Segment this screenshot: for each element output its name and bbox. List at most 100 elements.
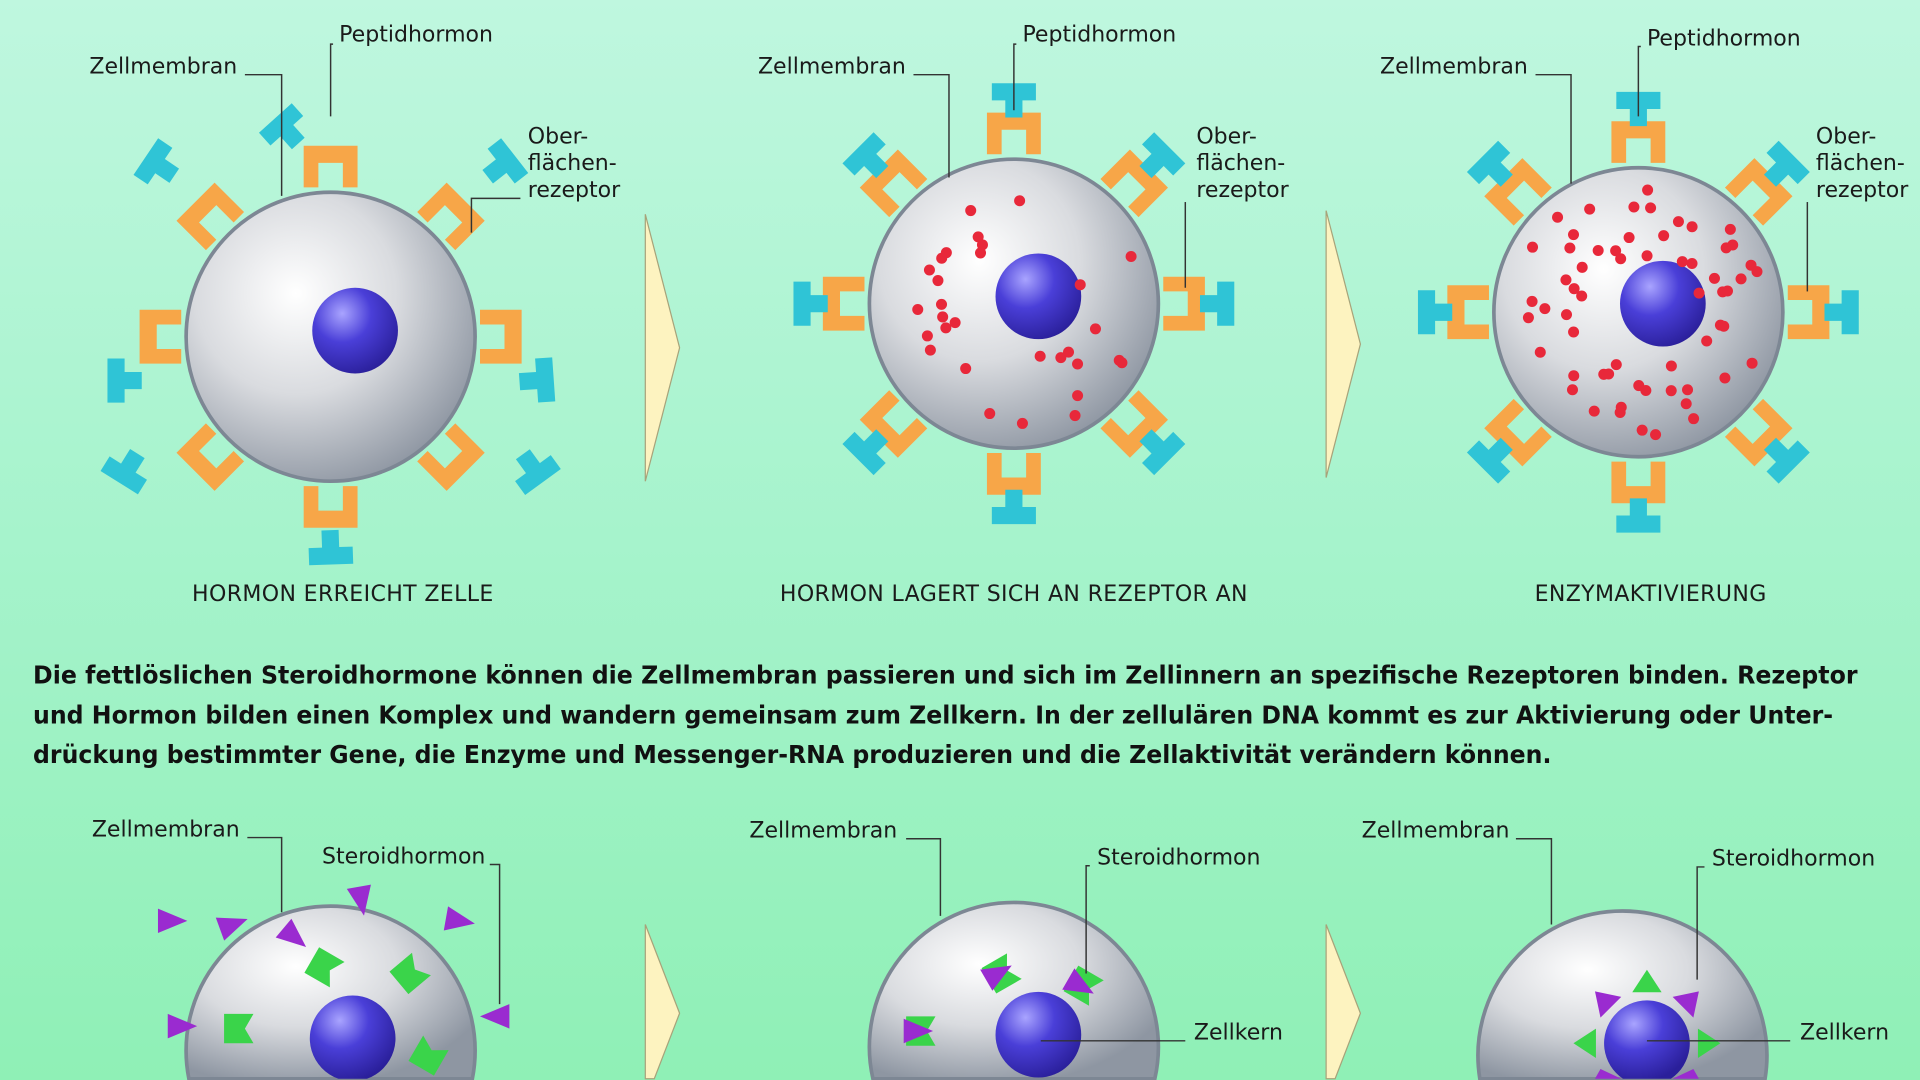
receptor-shape — [480, 309, 522, 364]
steroid-hormone — [980, 965, 1012, 991]
label-receptor-2: flächen- — [528, 151, 617, 176]
surface-receptor — [176, 423, 245, 491]
label-receptor-1: Ober- — [528, 124, 588, 149]
enzyme-dot — [1633, 380, 1645, 392]
peptide-hormone-shape — [842, 132, 889, 179]
enzyme-dot — [1688, 413, 1700, 425]
label-zellmembran: Zellmembran — [1380, 54, 1528, 79]
surface-receptor — [1724, 398, 1793, 467]
receptor-shape — [1787, 285, 1830, 340]
enzyme-dot — [1522, 312, 1534, 324]
bound-complex — [1594, 1068, 1622, 1079]
label-zellkern: Zellkern — [1800, 1021, 1889, 1046]
enzyme-dot — [1016, 417, 1028, 429]
enzyme-dot — [940, 322, 952, 334]
steroid-hormone-shape — [1062, 968, 1094, 994]
peptide-hormone-shape — [1139, 429, 1186, 476]
enzyme-dot — [1034, 350, 1046, 362]
label-steroidhormon: Steroidhormon — [1097, 845, 1260, 870]
enzyme-dot — [1566, 384, 1579, 396]
label-receptor-2: flächen- — [1196, 151, 1285, 176]
peptide-hormone — [515, 449, 561, 495]
peptide-hormone-shape — [482, 138, 529, 184]
peptide-hormone — [308, 529, 354, 566]
peptide-hormone — [991, 489, 1036, 525]
receptor-shape — [859, 390, 928, 458]
receptor-shape — [1484, 158, 1552, 226]
enzyme-dot — [984, 408, 996, 420]
peptide-hormone — [793, 281, 828, 326]
peptide-hormone-shape — [793, 281, 828, 326]
surface-receptor — [1611, 461, 1666, 504]
enzyme-dot — [1592, 244, 1604, 256]
surface-receptor — [986, 112, 1041, 155]
peptide-hormone-shape — [842, 429, 889, 476]
enzyme-dot — [1751, 266, 1763, 278]
peptide-hormone — [842, 132, 889, 179]
steroid-hormone-shape — [346, 884, 371, 916]
label-zellmembran: Zellmembran — [89, 54, 237, 79]
enzyme-dot — [949, 317, 961, 329]
peptide-hormone-shape — [100, 449, 147, 495]
steroid-hormone — [480, 1004, 510, 1029]
label-peptidhormon: Peptidhormon — [339, 23, 493, 48]
cell-nucleus — [312, 287, 398, 374]
enzyme-dot — [1665, 385, 1677, 397]
receptor-shape — [1724, 398, 1793, 467]
receptor-shape — [303, 145, 358, 188]
receptor-shape — [176, 182, 245, 251]
steroid-hormone-shape — [275, 918, 307, 947]
enzyme-dot — [1658, 230, 1670, 242]
enzyme-dot — [1576, 290, 1588, 302]
steroid-hormone — [903, 1018, 934, 1044]
label-steroidhormon: Steroidhormon — [1712, 847, 1875, 872]
peptide-hormone — [1417, 290, 1453, 335]
enzyme-dot — [923, 264, 935, 276]
peptide-hormone — [1200, 281, 1235, 326]
step-arrow — [1325, 924, 1362, 1080]
enzyme-dot — [937, 311, 949, 323]
enzyme-dot — [965, 205, 977, 217]
enzyme-dot — [1693, 287, 1705, 299]
bound-complex — [1697, 1028, 1721, 1058]
enzyme-dot — [1526, 295, 1538, 307]
receptor-shape — [1447, 285, 1489, 340]
enzyme-dot — [912, 303, 924, 315]
cell-membrane — [184, 904, 477, 1080]
enzyme-dot — [1568, 326, 1580, 338]
surface-receptor — [303, 145, 358, 188]
enzyme-dot — [1708, 272, 1720, 284]
surface-receptor — [303, 486, 358, 528]
enzyme-dot — [1584, 203, 1596, 215]
bound-complex — [1573, 1028, 1596, 1058]
receptor-shape — [1724, 158, 1793, 226]
step-arrow — [644, 214, 681, 482]
peptide-hormone — [1139, 429, 1186, 476]
enzyme-dot — [1614, 406, 1626, 419]
enzyme-dot — [1718, 320, 1730, 332]
enzyme-dot — [1568, 283, 1580, 295]
caption-step-1: HORMON ERREICHT ZELLE — [192, 582, 494, 607]
enzyme-dot — [1735, 273, 1747, 285]
peptide-hormone — [842, 429, 889, 476]
label-receptor-1: Ober- — [1196, 124, 1256, 149]
receptor-shape — [224, 1013, 254, 1044]
steroid-hormone — [346, 884, 371, 916]
surface-receptor — [480, 309, 522, 364]
peptide-hormone-shape — [518, 357, 556, 403]
enzyme-dot — [1672, 216, 1684, 228]
label-receptor-2: flächen- — [1816, 151, 1905, 176]
caption-step-2: HORMON LAGERT SICH AN REZEPTOR AN — [780, 582, 1248, 607]
peptide-hormone — [482, 138, 529, 184]
enzyme-dot — [1665, 360, 1677, 372]
enzyme-dot — [1063, 346, 1075, 358]
peptide-hormone-shape — [1139, 132, 1186, 179]
bound-complex — [1672, 1068, 1699, 1079]
receptor-shape — [176, 423, 245, 491]
enzyme-dot — [1746, 357, 1758, 369]
steroid-hormone-shape — [980, 965, 1012, 991]
enzyme-dot — [1686, 257, 1698, 269]
steroid-hormone-shape — [443, 906, 475, 931]
label-zellmembran: Zellmembran — [1362, 819, 1510, 844]
label-zellmembran: Zellmembran — [758, 54, 906, 79]
